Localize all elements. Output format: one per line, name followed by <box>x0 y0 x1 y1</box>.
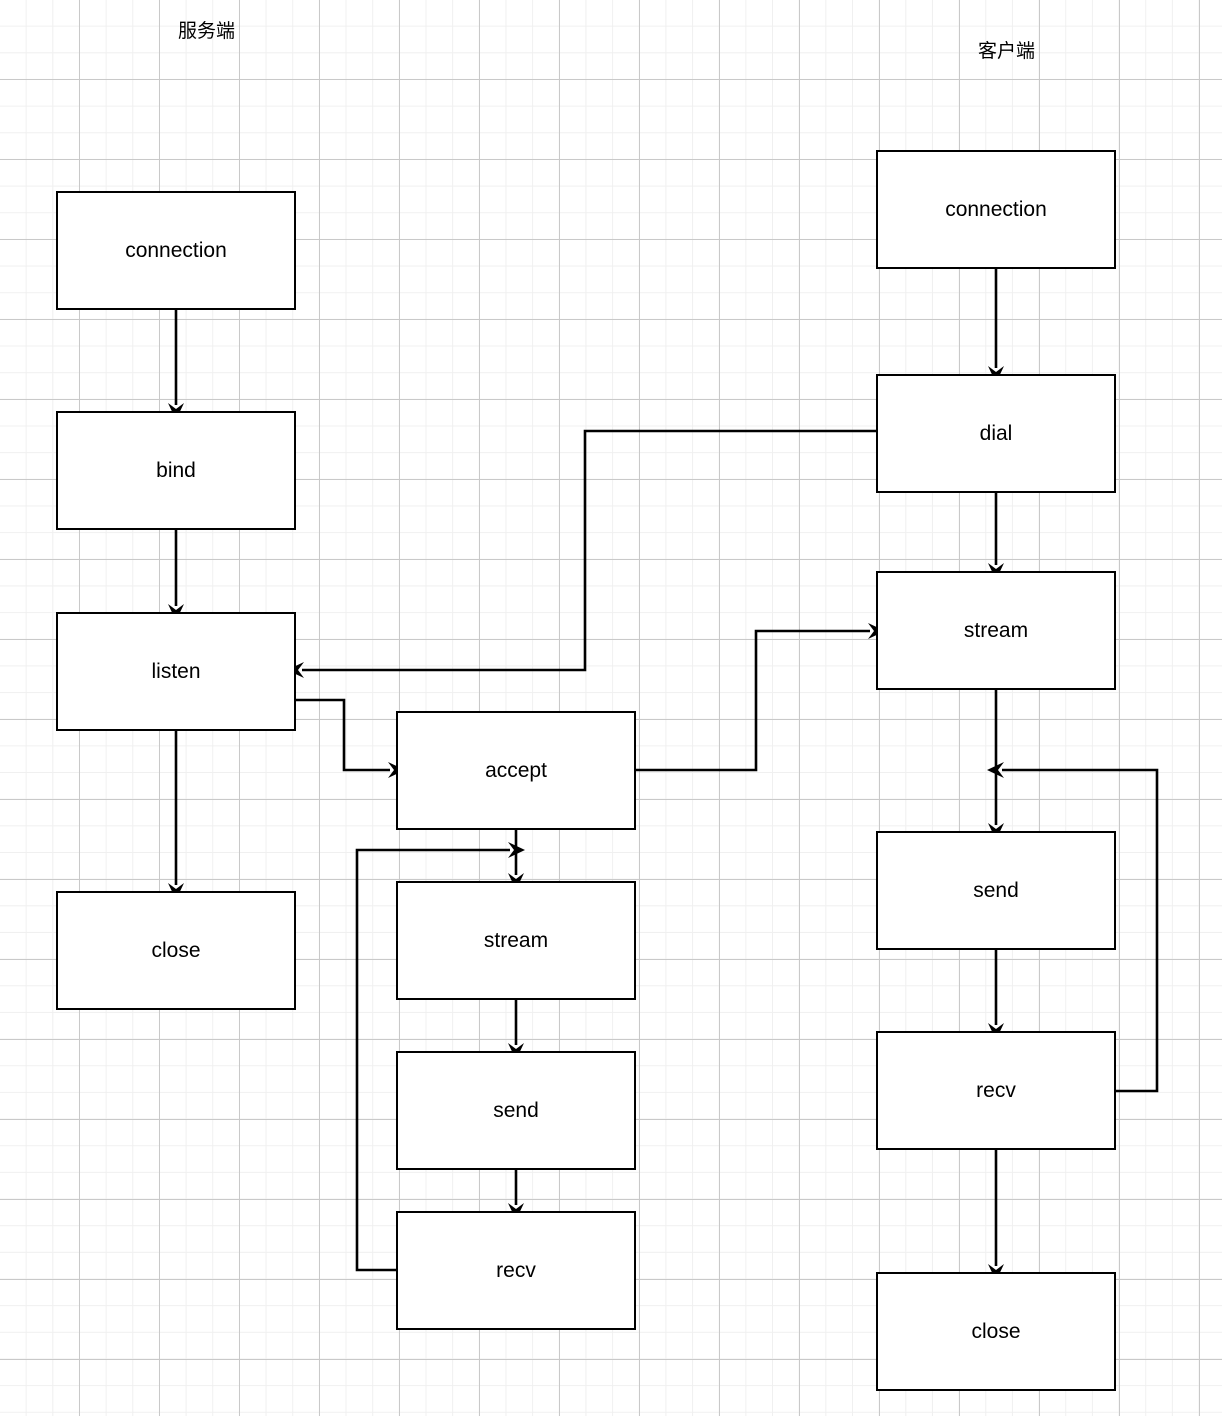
node-label: recv <box>496 1259 536 1282</box>
node-label: recv <box>976 1079 1016 1102</box>
node-server-recv[interactable]: recv <box>396 1211 636 1330</box>
node-label: dial <box>979 422 1013 445</box>
node-label: send <box>493 1099 539 1122</box>
edge-e-client-stream-send <box>988 690 1004 840</box>
node-client-close[interactable]: close <box>876 1272 1116 1391</box>
node-label: close <box>971 1320 1021 1343</box>
edge-e-server-listen-accept <box>296 698 405 778</box>
lane-label-client: 客户端 <box>978 41 1036 62</box>
node-server-connection[interactable]: connection <box>56 191 296 310</box>
node-server-close[interactable]: close <box>56 891 296 1010</box>
node-client-connection[interactable]: connection <box>876 150 1116 269</box>
edge-e-client-dial-stream <box>988 493 1004 580</box>
node-label: close <box>151 939 201 962</box>
lane-label-server: 服务端 <box>178 21 236 42</box>
edge-e-client-connection-dial <box>988 269 1004 383</box>
node-client-recv[interactable]: recv <box>876 1031 1116 1150</box>
edge-e-client-recv-close <box>988 1150 1004 1281</box>
node-server-stream[interactable]: stream <box>396 881 636 1000</box>
node-server-send[interactable]: send <box>396 1051 636 1170</box>
node-client-stream[interactable]: stream <box>876 571 1116 690</box>
node-client-send[interactable]: send <box>876 831 1116 950</box>
node-label: accept <box>485 759 547 782</box>
node-server-bind[interactable]: bind <box>56 411 296 530</box>
node-server-listen[interactable]: listen <box>56 612 296 731</box>
node-label: send <box>973 879 1019 902</box>
node-label: stream <box>483 929 549 952</box>
node-label: connection <box>125 239 227 262</box>
node-client-dial[interactable]: dial <box>876 374 1116 493</box>
node-label: bind <box>156 459 196 482</box>
node-server-accept[interactable]: accept <box>396 711 636 830</box>
edge-e-server-bind-listen <box>168 530 184 621</box>
edge-e-server-accept-clientstream <box>636 623 885 772</box>
edge-e-client-dial-listen <box>287 429 876 678</box>
edge-e-server-connection-bind <box>168 310 184 420</box>
edge-e-client-send-recv <box>988 950 1004 1040</box>
node-label: connection <box>945 198 1047 221</box>
node-label: stream <box>963 619 1029 642</box>
edge-e-server-listen-close <box>168 731 184 900</box>
node-label: listen <box>151 660 201 683</box>
